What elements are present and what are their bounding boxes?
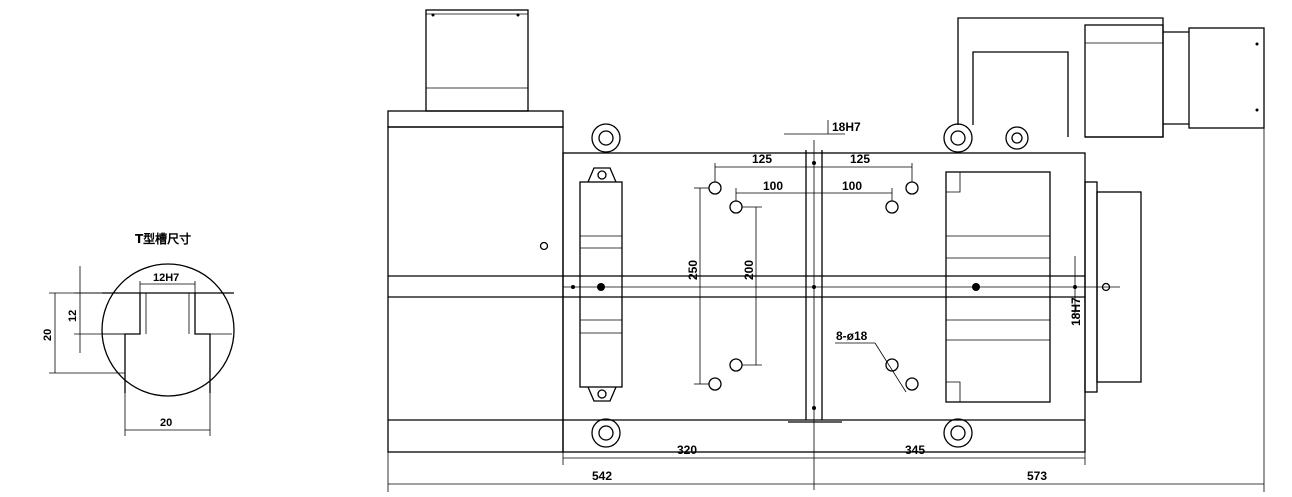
dim-200: 200 — [742, 260, 756, 280]
mount-hole — [729, 200, 743, 214]
dim-20-vertical-text: 20 — [42, 329, 54, 341]
left-housing — [387, 126, 564, 453]
dim-12h7-text: 12H7 — [153, 272, 179, 284]
detail-slot-left — [124, 293, 141, 393]
dim-125-left: 125 — [752, 152, 772, 166]
motor-bolt — [516, 13, 520, 17]
mount-hole — [885, 200, 899, 214]
slot-marker — [812, 161, 816, 165]
dim-345: 345 — [905, 443, 925, 457]
dim-12-text: 12 — [67, 310, 79, 322]
dim-320: 320 — [677, 443, 697, 457]
lifting-eye-icon — [943, 418, 973, 448]
motor-bolt — [1255, 42, 1259, 46]
clamp-bottom-hole — [597, 389, 607, 399]
mount-hole — [708, 181, 722, 195]
mount-hole — [729, 358, 743, 372]
flange-hole — [1101, 282, 1111, 292]
dim-20-horizontal-text: 20 — [160, 417, 172, 429]
slot-marker — [812, 285, 816, 289]
slot-marker — [812, 406, 816, 410]
dim-542: 542 — [592, 469, 612, 483]
main-drawing: 125 125 100 100 18H7 250 200 8-ø18 18H7 — [387, 9, 1265, 492]
mount-hole — [905, 181, 919, 195]
detail-circle — [101, 263, 235, 397]
clamp-center-bolt — [972, 283, 980, 291]
detail-slot-right — [194, 293, 211, 393]
main-table — [562, 152, 1086, 453]
left-housing-cap — [387, 110, 564, 128]
motor-top-left — [425, 9, 529, 112]
dim-18h7-right: 18H7 — [1069, 297, 1083, 326]
housing-hole — [539, 241, 549, 251]
dim-100-right: 100 — [842, 179, 862, 193]
clamp-center-bolt — [597, 283, 605, 291]
lifting-eye-inner — [598, 130, 614, 146]
mount-hole — [905, 377, 919, 391]
detail-title: T型槽尺寸 — [135, 231, 191, 246]
clamp-bottom-lug — [587, 386, 617, 402]
lifting-eye-inner — [1011, 132, 1023, 144]
left-clamp-block — [579, 181, 623, 388]
dim-573: 573 — [1027, 469, 1047, 483]
clamp-top-lug — [587, 167, 617, 183]
mount-hole — [708, 377, 722, 391]
motor-bolt — [1255, 108, 1259, 112]
clamp-notch — [946, 381, 961, 402]
right-motor-end — [1188, 27, 1265, 129]
lifting-eye-icon — [1005, 126, 1029, 150]
right-motor-inner — [972, 51, 1069, 137]
right-clamp-block — [945, 171, 1051, 403]
holes-leader-d — [874, 342, 907, 393]
holes-label: 8-ø18 — [836, 329, 868, 343]
clamp-top-hole — [597, 170, 607, 180]
lifting-eye-inner — [950, 425, 966, 441]
motor-bolt — [431, 13, 435, 17]
right-flange-plate — [1096, 191, 1142, 383]
right-motor-frame — [957, 17, 1164, 138]
dim-125-right: 125 — [850, 152, 870, 166]
t-slot-detail: T型槽尺寸 12H7 12 20 20 — [42, 231, 235, 436]
dim-100-left: 100 — [763, 179, 783, 193]
lifting-eye-icon — [943, 123, 973, 153]
slot-marker — [571, 285, 575, 289]
right-motor-body — [1084, 24, 1164, 138]
lifting-eye-icon — [591, 418, 621, 448]
lifting-eye-inner — [950, 130, 966, 146]
lifting-eye-icon — [591, 123, 621, 153]
mount-hole — [885, 358, 899, 372]
clamp-notch — [946, 172, 961, 193]
dim-18h7-top: 18H7 — [832, 120, 861, 134]
dim-250: 250 — [686, 260, 700, 280]
lifting-eye-inner — [598, 425, 614, 441]
